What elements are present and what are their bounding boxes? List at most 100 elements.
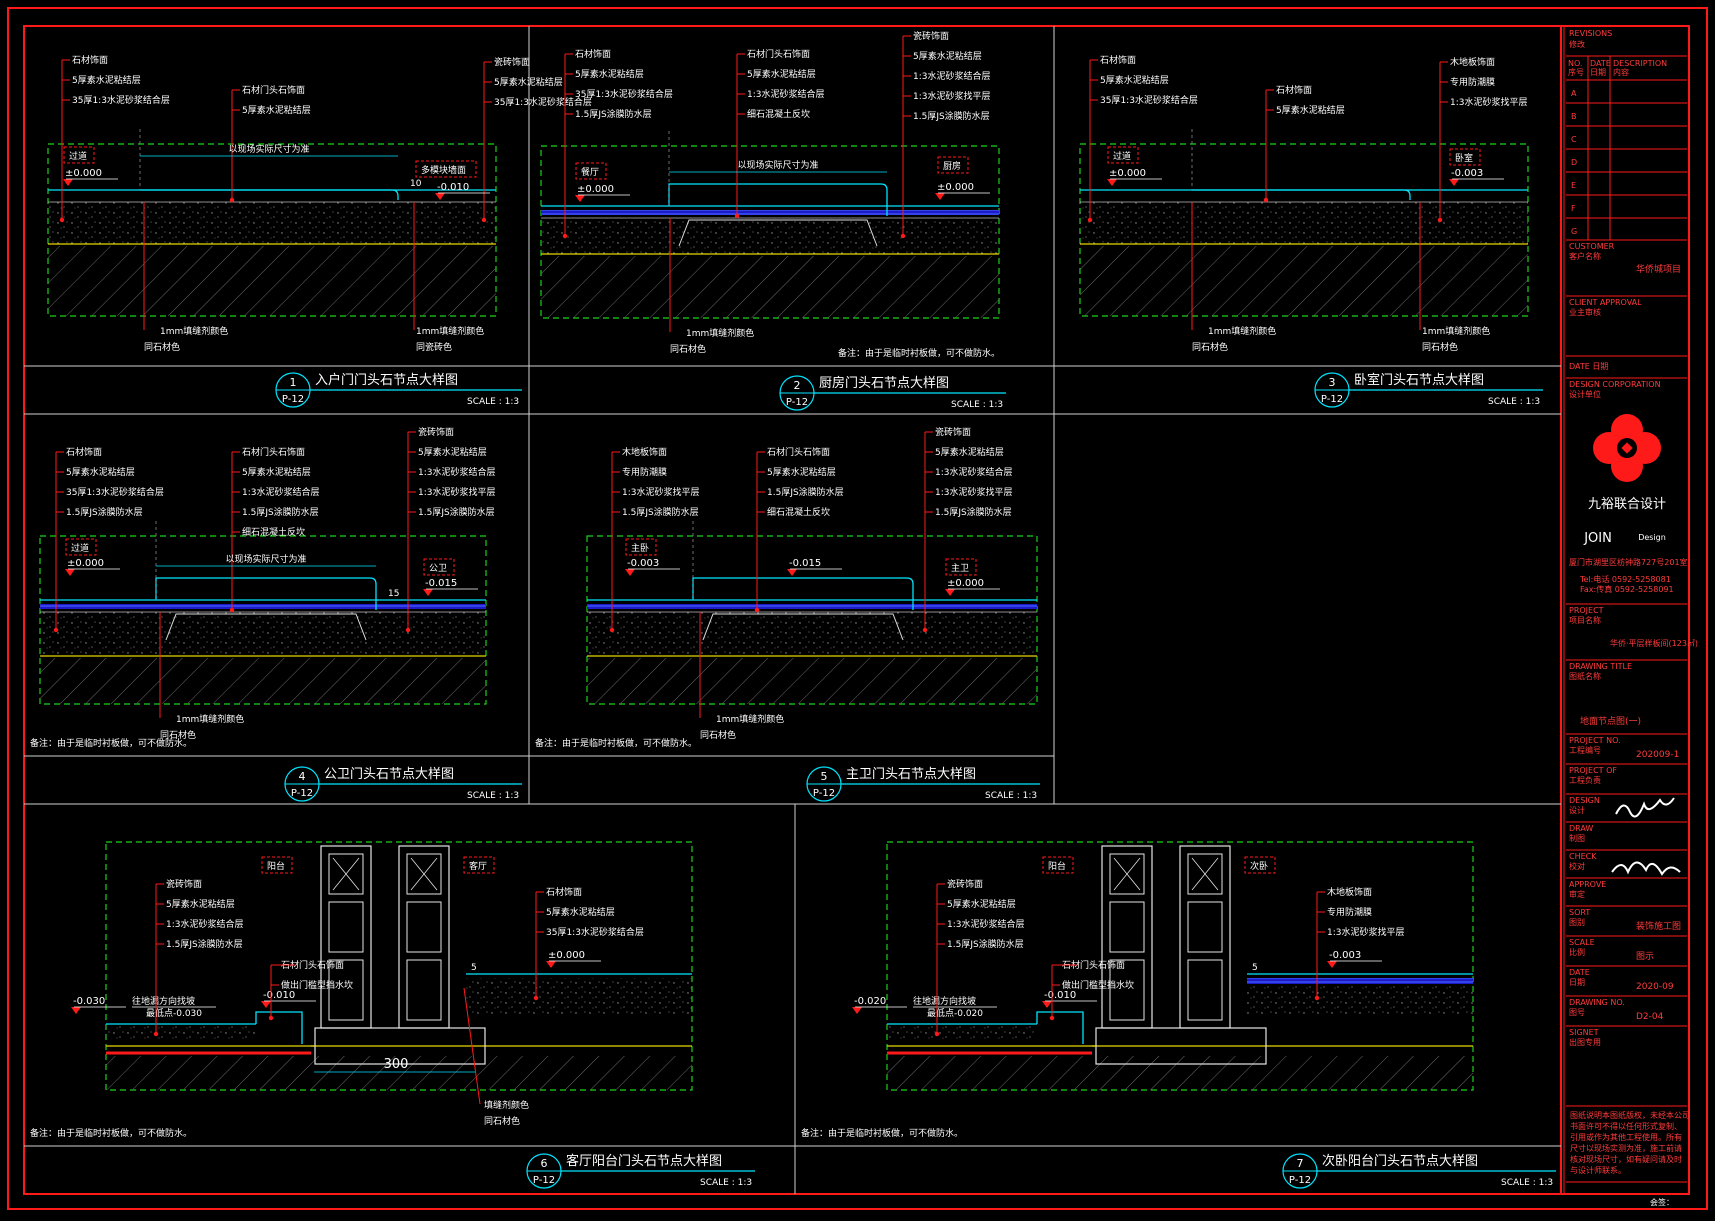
level-value: -0.010 [263,990,295,1001]
joint-label: 同石材色 [1192,341,1228,353]
layer-label: 木地板饰面 [1450,56,1495,68]
leader-dot [229,607,235,613]
titleblock-label: DESIGN [1569,796,1600,805]
titleblock-label-cn: 项目名称 [1569,615,1601,625]
level-value: ±0.000 [937,182,974,193]
panel-grid [24,26,1561,1194]
mortar-layer [40,612,486,656]
revisions-label-cn: 修改 [1569,39,1585,49]
revision-row: E [1571,181,1576,190]
joint-label: 同石材色 [700,729,736,741]
revision-row: A [1571,89,1577,98]
leader-dot [1087,217,1093,223]
titleblock-value: 华侨城项目 [1636,263,1681,275]
leader-dot [609,627,615,633]
leader-line [463,987,481,1105]
revision-col: DATE [1590,59,1611,68]
room-tag: 阳台 [267,860,285,872]
layer-label: 石材饰面 [575,48,611,60]
room-tag: 客厅 [469,860,487,872]
legal-note: 图纸说明本图纸版权，未经本公司 [1570,1110,1690,1120]
joint-label: 同石材色 [670,343,706,355]
concrete-kerb [165,613,367,641]
layer-label: 1.5厚JS涂膜防水层 [622,506,699,518]
joint-label: 1mm填缝剂颜色 [716,713,784,725]
layer-label: 1.5厚JS涂膜防水层 [575,108,652,120]
layer-label: 1:3水泥砂浆找平层 [418,486,496,498]
countersign-label: 会签： [1650,1197,1674,1207]
joint-label: 1mm填缝剂颜色 [176,713,244,725]
revision-col-cn: 内容 [1613,67,1629,77]
concrete-kerb [702,613,904,641]
logo-lobe [1593,432,1625,464]
room-tag: 卧室 [1455,152,1473,164]
layer-label: 瓷砖饰面 [166,878,202,890]
slope-note: 往地漏方向找坡 [132,995,195,1007]
room-tag: 厨房 [943,160,961,172]
panel-sheet-ref: P-12 [533,1175,555,1186]
layer-label: 5厚素水泥粘结层 [575,68,644,80]
level-marker [852,1007,862,1014]
level-value: ±0.000 [67,558,104,569]
layer-label: 1:3水泥砂浆找平层 [935,486,1013,498]
layer-label: 5厚素水泥粘结层 [494,76,563,88]
layer-label: 瓷砖饰面 [935,426,971,438]
joint-label: 1mm填缝剂颜色 [1208,325,1276,337]
titleblock-label-cn: 客户名称 [1569,251,1601,261]
leader-dot [229,197,235,203]
waterproof-layer [40,604,486,609]
structural-slab [48,246,496,316]
panel-scale: SCALE : 1:3 [467,397,519,407]
layer-label: 5厚素水泥粘结层 [1100,74,1169,86]
revision-col: NO. [1568,59,1583,68]
layer-label: 石材饰面 [546,886,582,898]
threshold-stone [692,577,914,610]
titleblock-label-cn: 比例 [1569,947,1585,957]
panel-number: 2 [794,379,801,392]
layer-label: 35厚1:3水泥砂浆结合层 [494,96,592,108]
joint-label: 1mm填缝剂颜色 [160,325,228,337]
panel-note: 备注：由于是临时衬板做，可不做防水。 [838,347,1000,359]
revision-row: G [1571,227,1577,236]
company-logo [1593,414,1661,482]
room-tag-frame [423,558,455,576]
frame-glazing-mark [1191,857,1219,891]
waterproof-layer [541,210,999,215]
joint-label: 1mm填缝剂颜色 [416,325,484,337]
titleblock-value: 装饰施工图 [1636,920,1681,932]
titleblock-label: SIGNET [1569,1028,1599,1037]
joint-label: 同石材色 [484,1115,520,1127]
panel-title: 入户门门头石节点大样图 [315,372,458,388]
panel-title: 客厅阳台门头石节点大样图 [566,1153,722,1169]
panel-note: 备注：由于是临时衬板做，可不做防水。 [30,737,192,749]
leader-dot [533,995,539,1001]
level-marker [63,179,73,186]
revision-col: DESCRIPTION [1613,59,1667,68]
dimension-small: 10 [410,179,422,189]
detail-panel-p4: 石材饰面5厚素水泥粘结层35厚1:3水泥砂浆结合层1.5厚JS涂膜防水层石材门头… [30,426,522,802]
layer-label: 细石混凝土反坎 [242,526,305,538]
layer-label: 35厚1:3水泥砂浆结合层 [575,88,673,100]
room-tag: 次卧 [1250,860,1268,872]
layer-label: 1.5厚JS涂膜防水层 [66,506,143,518]
mortar-layer [587,612,1037,656]
titleblock-value: 2020-09 [1636,982,1674,992]
joint-label: 填缝剂颜色 [484,1099,529,1111]
mortar-layer [106,1026,256,1040]
door-frame-chamber [1187,853,1223,895]
level-value: -0.010 [1044,990,1076,1001]
titleblock-label: CHECK [1569,852,1597,861]
joint-label: 同石材色 [144,341,180,353]
leader-dot [1314,995,1320,1001]
leader-dot [153,1031,159,1037]
layer-label: 石材饰面 [72,54,108,66]
titleblock-label: SCALE [1569,938,1595,947]
room-tag: 多模块墙面 [421,164,466,176]
dimension-small: 5 [471,963,477,973]
leader-dot [268,1015,274,1021]
layer-label: 5厚素水泥粘结层 [935,446,1004,458]
level-value: ±0.000 [65,168,102,179]
dimension-text: 300 [384,1057,409,1072]
titleblock-label: CUSTOMER [1569,242,1615,251]
door-sill-profile [314,1027,486,1065]
